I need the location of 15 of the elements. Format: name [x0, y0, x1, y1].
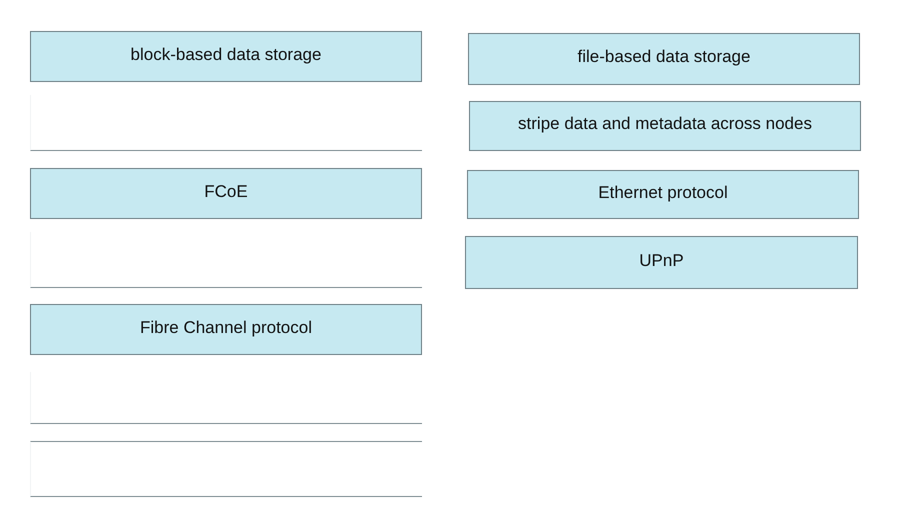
- answer-text: Fibre Channel protocol: [140, 318, 312, 338]
- answer-box: [30, 31, 422, 82]
- answer-text: file-based data storage: [578, 47, 750, 67]
- answer-box: [467, 170, 859, 219]
- answer-box: [469, 101, 861, 151]
- answer-box: [30, 304, 422, 355]
- answer-box: [465, 236, 858, 289]
- answer-text: stripe data and metadata across nodes: [518, 114, 812, 134]
- drop-target-box: [30, 441, 422, 497]
- answer-text: FCoE: [204, 182, 248, 202]
- answer-text: Ethernet protocol: [598, 182, 728, 202]
- answer-text: UPnP: [639, 250, 684, 270]
- answer-box: [30, 168, 422, 219]
- answer-box: [468, 33, 860, 85]
- answer-text: block-based data storage: [130, 44, 322, 64]
